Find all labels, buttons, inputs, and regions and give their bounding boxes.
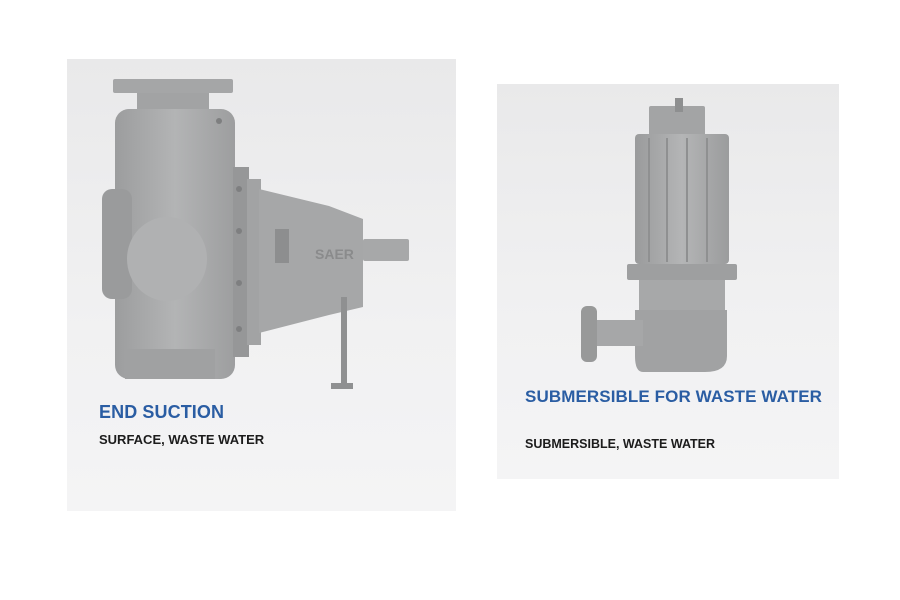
product-subtitle: SUBMERSIBLE, WASTE WATER (525, 437, 716, 451)
product-subtitle: SURFACE, WASTE WATER (99, 432, 265, 447)
product-card-end-suction[interactable]: SAER END SUCTION SURFACE, WASTE WATER (67, 59, 456, 511)
product-title[interactable]: SUBMERSIBLE FOR WASTE WATER (525, 387, 823, 406)
product-card-submersible[interactable]: SUBMERSIBLE FOR WASTE WATER SUBMERSIBLE,… (497, 84, 839, 479)
submersible-pump-image (581, 98, 737, 372)
brand-mark: SAER (315, 246, 354, 262)
product-title[interactable]: END SUCTION (99, 402, 225, 422)
end-suction-pump-image: SAER (102, 79, 409, 389)
